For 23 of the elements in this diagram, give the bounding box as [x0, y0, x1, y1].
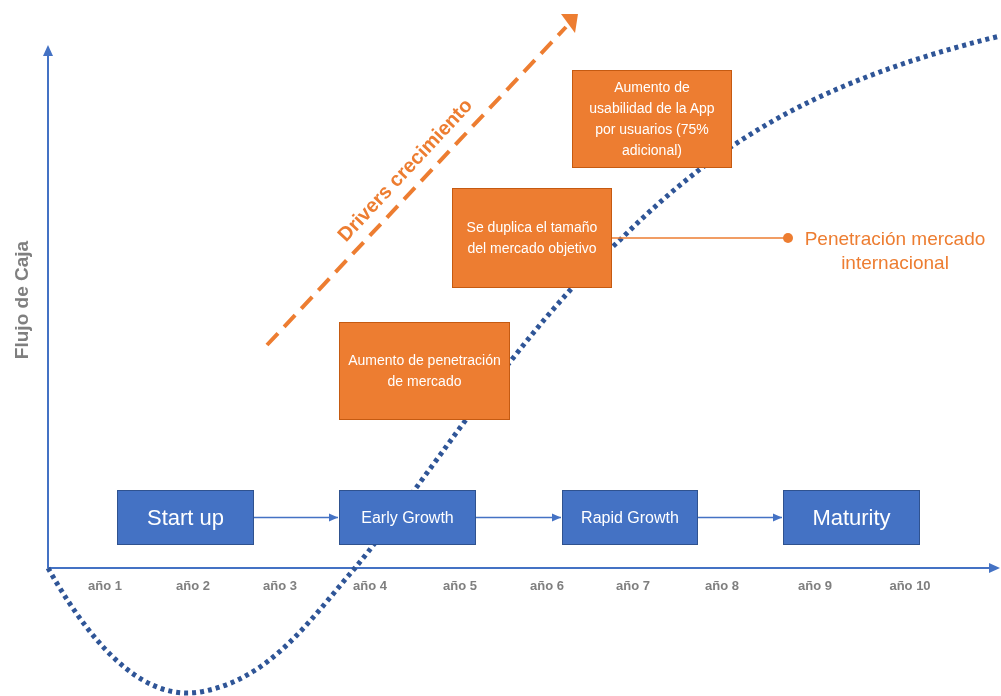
- leader-line: [611, 233, 793, 243]
- axis-tick-label: año 2: [176, 578, 210, 593]
- arrow: [697, 513, 783, 522]
- arrow: [253, 513, 339, 522]
- axis-tick-label: año 1: [88, 578, 122, 593]
- stage-box: Maturity: [783, 490, 920, 545]
- driver-box: Se duplica el tamaño del mercado objetivo: [452, 188, 612, 288]
- stage-box: Rapid Growth: [562, 490, 698, 545]
- axis-tick-label: año 4: [353, 578, 387, 593]
- driver-box: Aumento de usabilidad de la App por usuarios (75% adicional): [572, 70, 732, 168]
- axis-title: Flujo de Caja: [11, 240, 33, 360]
- arrow: [475, 513, 562, 522]
- stage-box: Early Growth: [339, 490, 476, 545]
- callout-text: Penetración mercado internacional: [789, 226, 1001, 276]
- axis-tick-label: año 5: [443, 578, 477, 593]
- axis-tick-label: año 9: [798, 578, 832, 593]
- axis-tick-label: año 10: [889, 578, 931, 593]
- stage-box: Start up: [117, 490, 254, 545]
- axis-tick-label: año 3: [263, 578, 297, 593]
- axis-tick-label: año 6: [530, 578, 564, 593]
- axis-tick-label: año 8: [705, 578, 739, 593]
- driver-box: Aumento de penetración de mercado: [339, 322, 510, 420]
- axis-tick-label: año 7: [616, 578, 650, 593]
